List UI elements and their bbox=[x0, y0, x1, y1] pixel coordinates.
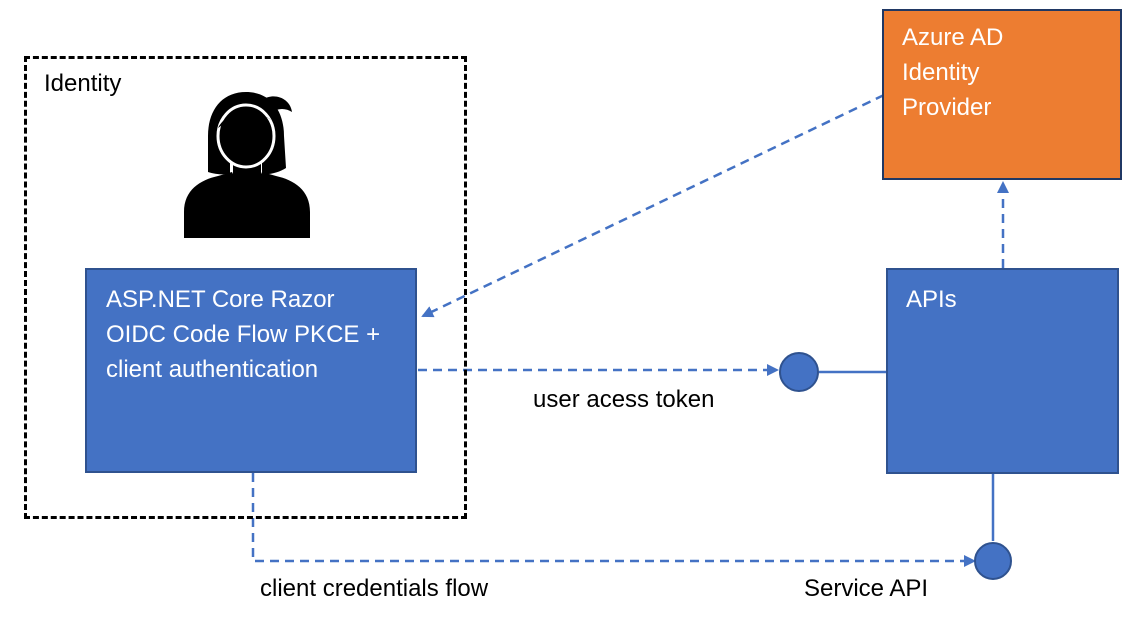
apis-label: APIs bbox=[906, 286, 957, 313]
azure-line: Azure AD bbox=[902, 24, 1004, 51]
azure-ad-box bbox=[882, 9, 1122, 180]
azure-to-app-connector bbox=[421, 93, 885, 318]
azure-ad-text: Azure AD Identity Provider bbox=[902, 20, 1003, 125]
service-api-label: Service API bbox=[804, 575, 929, 602]
app-line: OIDC Code Flow PKCE + bbox=[106, 321, 381, 348]
apis-box bbox=[886, 268, 1119, 474]
client-credentials-label: client credentials flow bbox=[260, 575, 489, 602]
user-silhouette-icon bbox=[184, 92, 310, 238]
identity-label: Identity bbox=[44, 70, 122, 97]
razor-app-text: ASP.NET Core Razor OIDC Code Flow PKCE +… bbox=[106, 282, 380, 387]
user-token-label: user acess token bbox=[533, 386, 715, 413]
service-api-endpoint-circle bbox=[974, 542, 1012, 580]
identity-boundary bbox=[24, 56, 467, 519]
api-endpoint-circle bbox=[779, 352, 819, 392]
razor-app-box bbox=[85, 268, 417, 473]
azure-line: Identity bbox=[902, 59, 980, 86]
app-line: client authentication bbox=[106, 356, 319, 383]
app-line: ASP.NET Core Razor bbox=[106, 286, 335, 313]
azure-line: Provider bbox=[902, 94, 992, 121]
